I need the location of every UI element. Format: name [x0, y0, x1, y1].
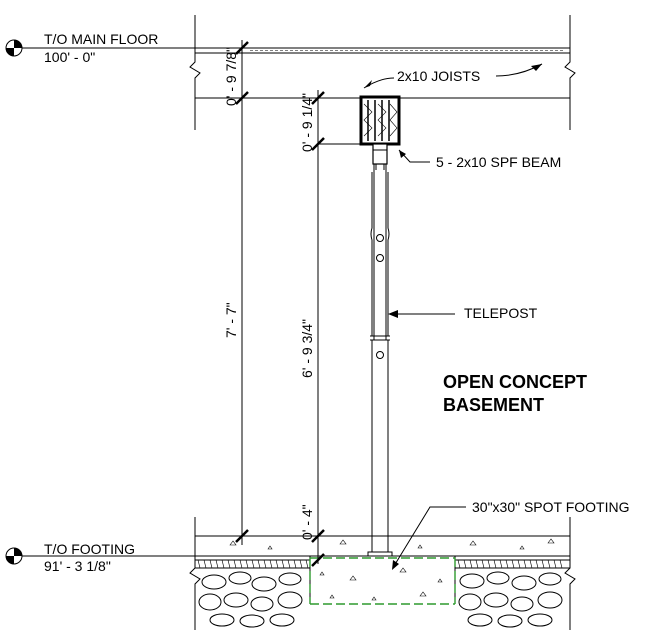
dim-floor-depth: 0' - 9 7/8" [223, 47, 239, 106]
callout-post: TELEPOST [388, 305, 538, 321]
slab-assembly [189, 517, 576, 630]
dimensions: 0' - 9 7/8" 7' - 7" 0' - 9 1/4" 6' - 9 3… [223, 40, 361, 567]
footing-level-name: T/O FOOTING [44, 541, 135, 557]
level-marker-footing: T/O FOOTING 91' - 3 1/8" [5, 541, 195, 574]
insulation-hatch [197, 559, 563, 569]
telepost [367, 143, 393, 557]
callout-post-label: TELEPOST [464, 305, 538, 321]
level-marker-main-floor: T/O MAIN FLOOR 100' - 0" [5, 31, 195, 65]
room-label-line2: BASEMENT [443, 395, 544, 415]
callout-beam-label: 5 - 2x10 SPF BEAM [436, 154, 561, 170]
dim-footing-depth: 0' - 4" [299, 504, 315, 540]
main-floor-level-elevation: 100' - 0" [44, 49, 95, 65]
dim-post-height: 6' - 9 3/4" [299, 319, 315, 378]
callout-footing-label: 30"x30" SPOT FOOTING [472, 499, 630, 515]
room-label: OPEN CONCEPT BASEMENT [443, 372, 587, 415]
dim-beam-depth: 0' - 9 1/4" [299, 93, 315, 152]
main-floor-level-name: T/O MAIN FLOOR [44, 31, 158, 47]
beam [359, 95, 401, 146]
gravel-fill [198, 571, 563, 628]
footing-level-elevation: 91' - 3 1/8" [44, 558, 111, 574]
callout-footing: 30"x30" SPOT FOOTING [392, 499, 630, 570]
dim-overall-height: 7' - 7" [223, 302, 239, 338]
spot-footing [309, 556, 456, 605]
room-label-line1: OPEN CONCEPT [443, 372, 587, 392]
callout-joists-label: 2x10 JOISTS [397, 68, 480, 84]
main-floor-assembly [189, 15, 576, 130]
concrete-speckle [229, 538, 555, 601]
callout-beam: 5 - 2x10 SPF BEAM [398, 149, 561, 170]
callout-joists: 2x10 JOISTS [363, 63, 543, 89]
